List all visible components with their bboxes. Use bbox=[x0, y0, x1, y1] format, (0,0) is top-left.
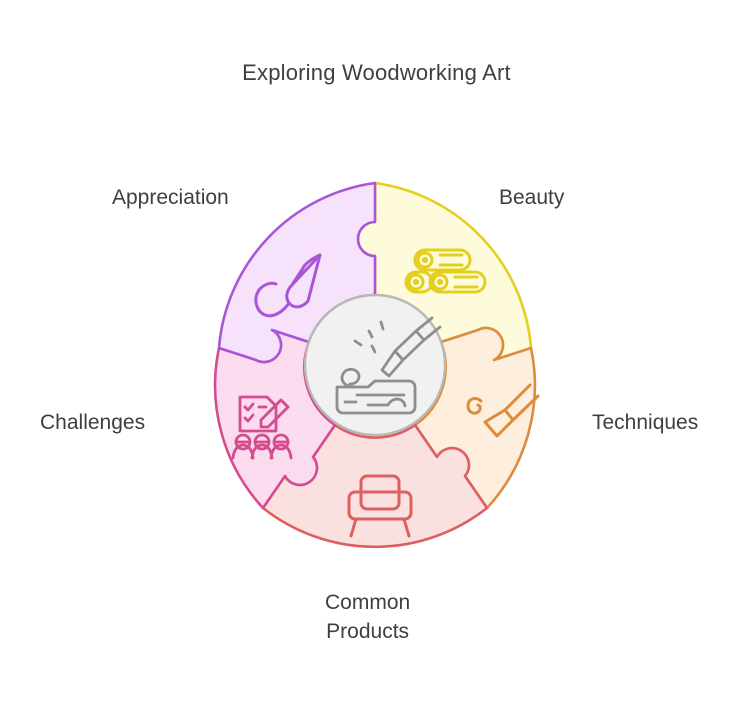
segment-label-beauty: Beauty bbox=[499, 186, 565, 209]
segment-label-common-products: Common Products bbox=[325, 591, 411, 644]
segment-label-appreciation: Appreciation bbox=[112, 186, 229, 209]
segment-label-challenges: Challenges bbox=[40, 411, 146, 434]
segment-appreciation-shape[interactable] bbox=[217, 181, 377, 364]
checklist-people-icon bbox=[231, 395, 293, 460]
stacked-logs-icon bbox=[404, 248, 487, 294]
paintbrush-stroke-icon bbox=[254, 253, 322, 318]
center-hub[interactable] bbox=[303, 293, 447, 437]
segment-common-products[interactable] bbox=[261, 423, 489, 549]
brush-wood-shaving-icon bbox=[466, 383, 540, 438]
page-title: Exploring Woodworking Art bbox=[242, 60, 511, 85]
segment-appreciation[interactable] bbox=[217, 181, 377, 364]
segment-label-techniques: Techniques bbox=[592, 411, 699, 434]
center-hub-circle[interactable] bbox=[303, 293, 447, 437]
armchair-icon bbox=[347, 474, 413, 538]
wood-carving-chisel-icon bbox=[335, 316, 442, 415]
